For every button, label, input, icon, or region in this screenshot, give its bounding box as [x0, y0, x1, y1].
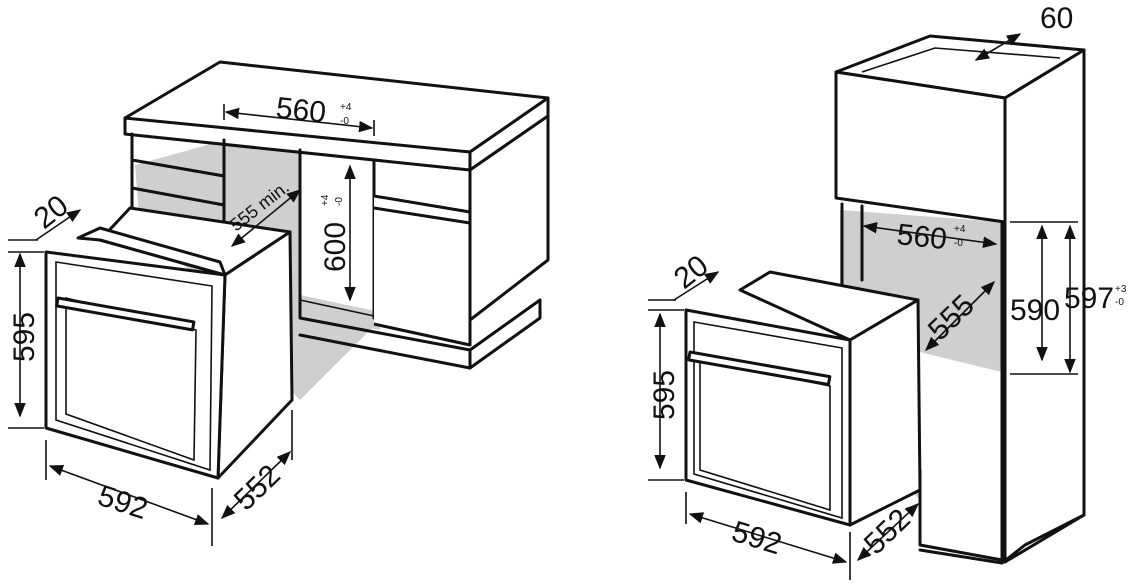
niche-height-label: 600 [319, 222, 352, 272]
niche-height-tol-plus: +4 [320, 194, 331, 206]
niche-width-tol-minus: -0 [340, 116, 349, 127]
tall-niche-height-max-tol-minus: -0 [1115, 297, 1124, 308]
tall-niche-width-tol-plus: +4 [954, 224, 966, 235]
tall-unit-installation: 60 560 +4 -0 555 590 597 +3 -0 20 595 59… [648, 2, 1127, 580]
niche-width-label: 560 [274, 92, 327, 130]
niche-width-tol-plus: +4 [340, 102, 352, 113]
tall-front-offset-label: 20 [668, 249, 715, 296]
tall-niche-height-max-tol-plus: +3 [1115, 284, 1127, 295]
tall-niche-width-tol-minus: -0 [954, 238, 963, 249]
tall-niche-height-max-label: 597 [1064, 282, 1114, 315]
vent-gap-label: 60 [1040, 2, 1073, 35]
oven-height-label: 595 [8, 312, 41, 362]
tall-niche-width-label: 560 [895, 218, 948, 256]
oven-width-label: 592 [94, 479, 152, 526]
oven-right [684, 270, 922, 527]
oven-left [44, 206, 294, 480]
oven-depth-label: 552 [228, 459, 287, 518]
tall-niche-height-min-label: 590 [1010, 294, 1060, 327]
tall-oven-height-label: 595 [648, 370, 681, 420]
tall-oven-width-label: 592 [728, 515, 786, 561]
niche-height-tol-minus: -0 [334, 197, 345, 206]
front-offset-label: 20 [28, 189, 75, 236]
under-counter-installation: 560 +4 -0 600 +4 -0 555 min. 20 595 592 … [8, 60, 550, 546]
